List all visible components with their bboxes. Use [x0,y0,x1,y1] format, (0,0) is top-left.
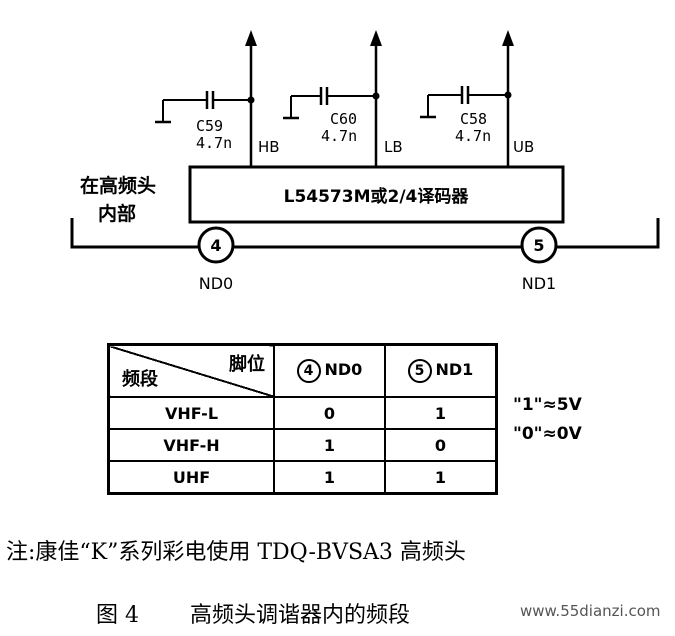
figure-caption: 图 4 高频头调谐器内的频段 [96,597,410,629]
pin4-number: 4 [210,236,221,255]
pin5-circle-icon: 5 [407,359,432,383]
watermark: www.55dianzi.com [520,602,661,620]
tuner-circuit-diagram: L54573M或2/4译码器 在高频头 内部 C59 4.7n HB C60 4… [70,30,660,293]
tuner-boundary-line [70,218,660,249]
decoder-chip [188,165,565,224]
nd1-cell: 1 [383,396,498,430]
table-row: UHF 1 1 [107,460,498,495]
lb-arrow-icon [370,30,382,46]
c60-name: C60 [330,110,357,128]
band-cell: VHF-H [107,428,275,462]
band-cell: VHF-L [107,396,275,430]
c59-value: 4.7n [196,134,232,152]
table-row: VHF-L 0 1 [107,396,498,430]
pin5-label: ND1 [522,274,556,293]
band-cell: UHF [107,460,275,495]
figure-title: 高频头调谐器内的频段 [190,603,411,628]
legend-one: "1"≈5V [513,395,582,415]
pin4-label: ND0 [199,274,233,293]
pin4-circle-icon: 4 [296,359,321,383]
decoder-chip-label: L54573M或2/4译码器 [284,186,470,207]
lb-branch [283,30,382,167]
pin5-number: 5 [533,236,544,255]
nd0-cell: 0 [273,396,386,430]
footnote: 注:康佳“K”系列彩电使用 TDQ-BVSA3 高频头 [6,540,466,565]
pin-lb-label: LB [384,138,403,156]
legend-zero: "0"≈0V [513,424,582,444]
tuner-label-line1: 在高频头 [80,174,156,197]
nd0-cell: 1 [273,428,386,462]
tuner-label-line2: 内部 [98,202,136,225]
nd1-cell: 1 [383,460,498,495]
corner-pin-header: 脚位 [229,354,265,375]
hb-arrow-icon [245,30,257,46]
figure-number: 图 4 [96,603,139,628]
c58-name: C58 [460,110,487,128]
corner-band-header: 频段 [122,369,158,390]
nd1-cell: 0 [383,428,498,462]
c60-value: 4.7n [321,127,357,145]
pin-ub-label: UB [513,138,534,156]
pin4-circle [197,226,235,264]
hb-branch [155,30,257,167]
c59-name: C59 [196,117,223,135]
ub-arrow-icon [502,30,514,46]
table-corner-cell: 脚位 频段 [107,343,275,398]
c58-value: 4.7n [455,127,491,145]
table-row: VHF-H 1 0 [107,428,498,462]
ub-branch [420,30,514,167]
pin5-circle [520,226,558,264]
pin-hb-label: HB [258,138,280,156]
nd0-cell: 1 [273,460,386,495]
